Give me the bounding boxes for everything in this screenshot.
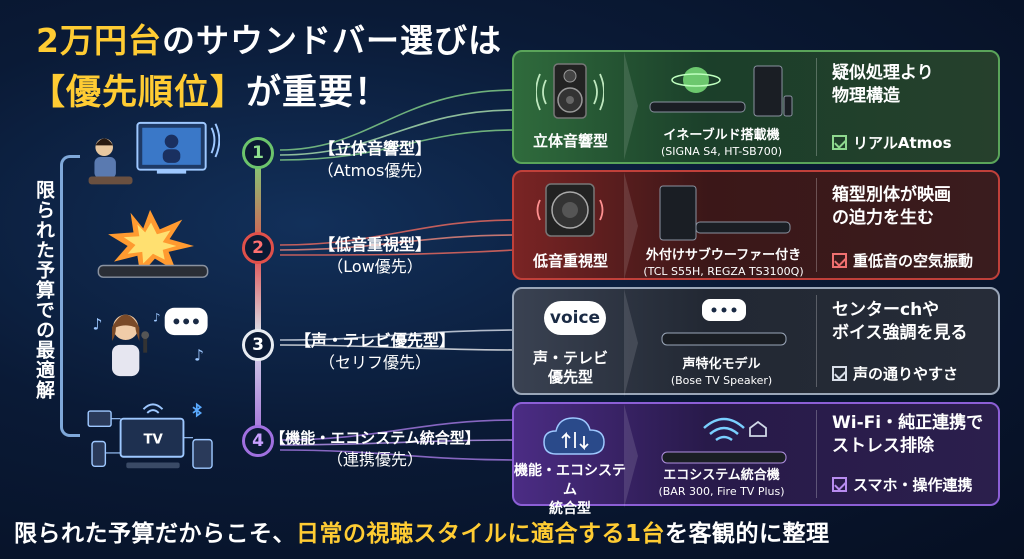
card-bass: 低音重視型 外付けサブウーファー付き (TCL S55H, REGZA TS31… (512, 170, 1000, 280)
category-1-name: 【立体音響型】 (318, 139, 431, 158)
card-arrow (624, 289, 638, 397)
priority-timeline (255, 152, 261, 444)
card-arrow (624, 404, 638, 508)
card-divider (816, 178, 817, 272)
category-3: 【声・テレビ優先型】 （セリフ優先） (270, 330, 480, 374)
svg-text:♪: ♪ (194, 346, 204, 364)
card-immersive: 立体音響型 イネーブルド搭載機 (SIGNA S4, HT-SB700) 疑似処… (512, 50, 1000, 164)
card-ecosystem: 機能・エコシステム 統合型 エコシステム統合機 (BAR 300, Fire T… (512, 402, 1000, 517)
category-1: 【立体音響型】 （Atmos優先） (270, 138, 480, 182)
explosion-soundbar-illustration (97, 209, 209, 278)
person-watching-tv-illustration (88, 121, 220, 185)
flow-lines-decoration (280, 89, 516, 461)
card-voice-product: 声特化モデル (Bose TV Speaker) (670, 357, 773, 387)
checkbox-icon (832, 253, 847, 268)
atmos-soundbar-icon (649, 65, 793, 117)
category-2-name: 【低音重視型】 (318, 235, 431, 254)
card-bass-point: 箱型別体が映画 の迫力を生む (832, 185, 951, 228)
category-4: 【機能・エコシステム統合型】 （連携優先） (270, 427, 480, 471)
category-3-sub: （セリフ優先） (318, 353, 431, 372)
singing-woman-illustration: ♪ ♪ ♪ (93, 307, 208, 377)
card-voice-point: センターchや ボイス強調を見る (832, 300, 968, 343)
card-bass-product: 外付けサブウーファー付き (TCL S55H, REGZA TS3100Q) (643, 248, 804, 278)
card-arrow (624, 52, 638, 160)
svg-text:♪: ♪ (93, 315, 103, 333)
card-immersive-product: イネーブルド搭載機 (SIGNA S4, HT-SB700) (660, 128, 783, 158)
card-bass-type: 低音重視型 (532, 252, 608, 270)
card-divider (816, 58, 817, 156)
tv-label: TV (143, 432, 163, 447)
card-ecosystem-check: スマホ・操作連携 (832, 474, 973, 495)
priority-number-2: 2 (242, 232, 274, 264)
wifi-soundbar-icon (661, 417, 787, 464)
side-bracket (60, 155, 80, 437)
card-voice-check: 声の通りやすさ (832, 363, 958, 384)
card-voice: voice 声・テレビ 優先型 声特化モデル (Bose TV Speaker)… (512, 287, 1000, 397)
card-ecosystem-type: 機能・エコシステム 統合型 (514, 463, 626, 517)
speaker-icon (536, 63, 604, 119)
subwoofer-icon (536, 183, 604, 237)
voice-bubble: voice (544, 301, 606, 335)
soundbar-with-subwoofer-icon (659, 185, 791, 241)
card-ecosystem-point: Wi-Fi・純正連携で ストレス排除 (832, 413, 984, 456)
category-4-name: 【機能・エコシステム統合型】 (270, 429, 480, 447)
category-3-name: 【声・テレビ優先型】 (294, 331, 455, 350)
priority-number-4: 4 (242, 425, 274, 457)
card-immersive-type: 立体音響型 (532, 132, 608, 150)
card-bass-check: 重低音の空気振動 (832, 250, 973, 271)
category-2: 【低音重視型】 （Low優先） (270, 234, 480, 278)
headline-line2: 【優先順位】が重要！ (30, 73, 391, 113)
headline-line1: 2万円台のサウンドバー選びは (36, 21, 502, 60)
card-voice-type: 声・テレビ 優先型 (532, 349, 608, 386)
card-arrow (624, 172, 638, 280)
voice-soundbar-icon (661, 299, 787, 346)
footer-summary: 限られた予算だからこそ、日常の視聴スタイルに適合する1台を客観的に整理 (14, 521, 830, 547)
category-4-sub: （連携優先） (326, 450, 423, 469)
priority-number-3: 3 (242, 329, 274, 361)
card-immersive-point: 疑似処理より 物理構造 (832, 63, 934, 106)
connected-devices-illustration: TV (87, 402, 213, 469)
category-1-sub: （Atmos優先） (317, 161, 433, 180)
priority-number-1: 1 (242, 137, 274, 169)
card-divider (816, 410, 817, 498)
cloud-sync-icon (543, 417, 605, 455)
checkbox-icon (832, 135, 847, 150)
checkbox-icon (832, 366, 847, 381)
card-immersive-check: リアルAtmos (832, 132, 952, 153)
category-2-sub: （Low優先） (327, 257, 423, 276)
checkbox-icon (832, 477, 847, 492)
card-divider (816, 295, 817, 387)
side-label: 限られた予算での最適解 (33, 180, 55, 400)
svg-text:♪: ♪ (153, 310, 160, 324)
card-ecosystem-product: エコシステム統合機 (BAR 300, Fire TV Plus) (658, 468, 785, 498)
